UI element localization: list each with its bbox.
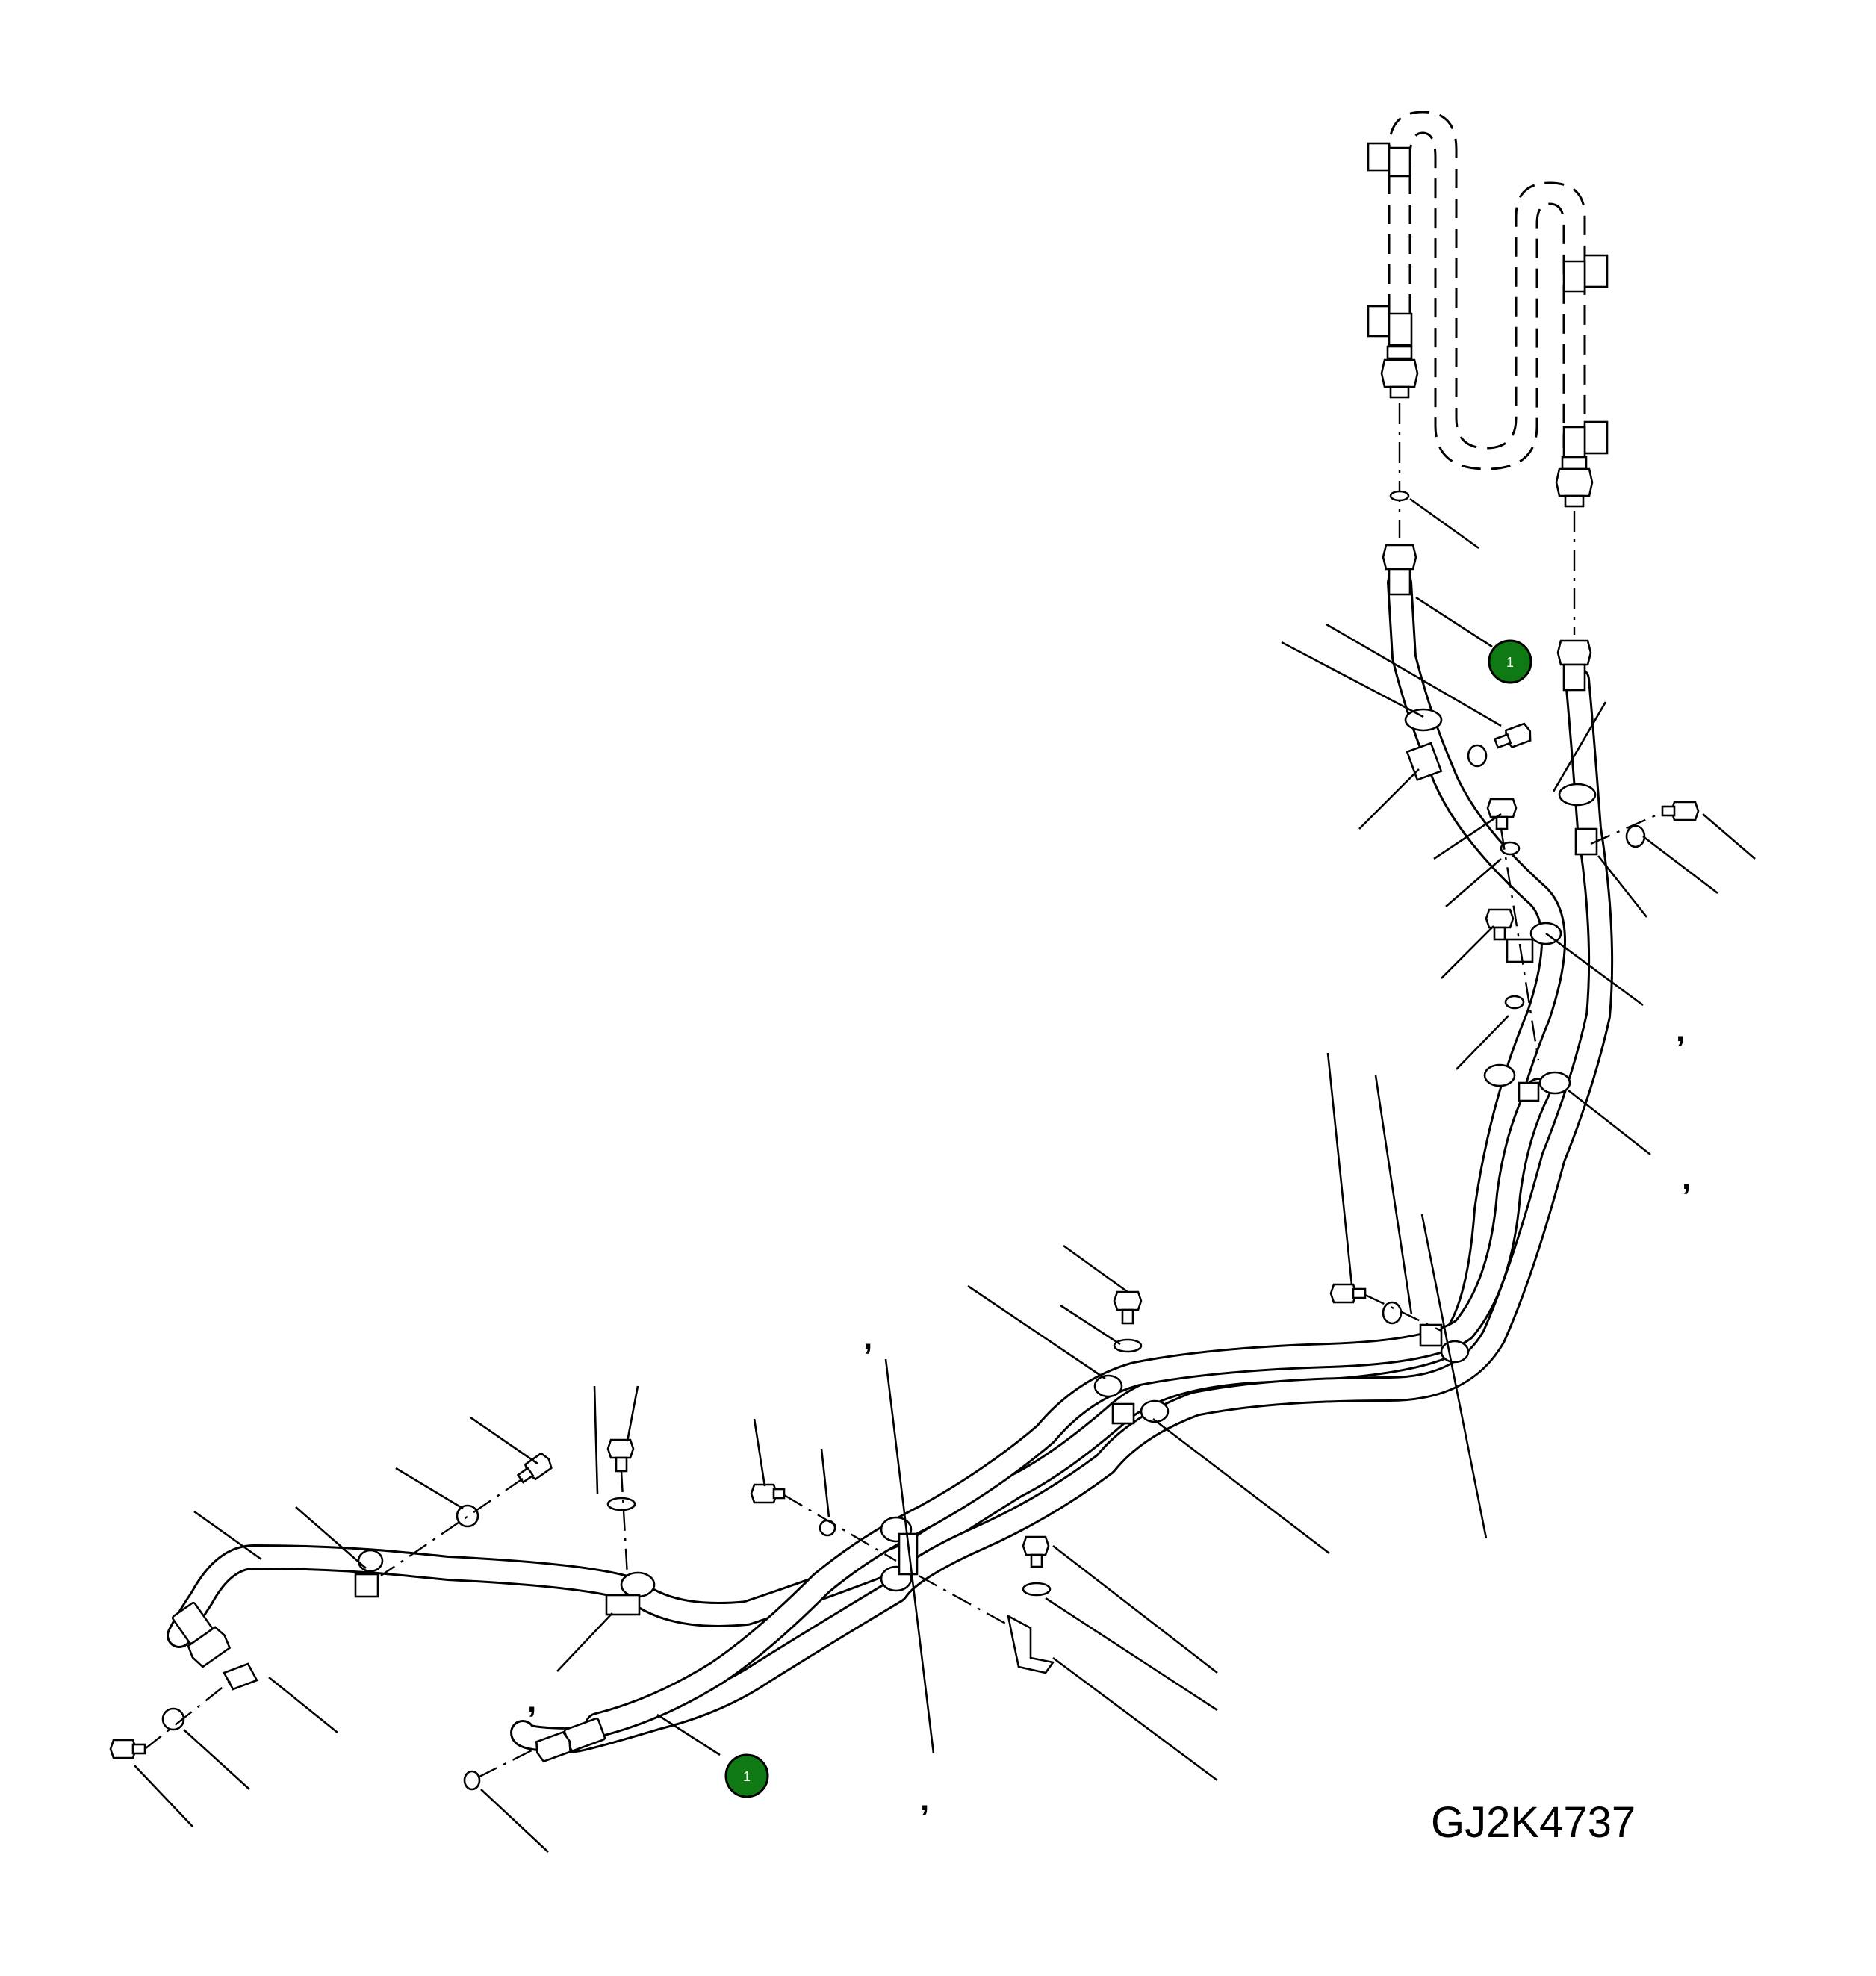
clamp-icon	[1093, 1374, 1123, 1398]
callout-upper: 1	[1488, 639, 1532, 684]
clamps	[354, 708, 1598, 1616]
o-ring-icon	[463, 1770, 481, 1791]
fitting-icon	[171, 1601, 232, 1668]
clamp-icon	[1558, 783, 1597, 807]
leader-line	[1415, 596, 1493, 648]
drawing-code: GJ2K4737	[1431, 1798, 1636, 1847]
washer-icon	[606, 1497, 636, 1511]
clamp-icon	[1574, 827, 1598, 856]
callout-label: 1	[1506, 655, 1514, 670]
clamp-icon	[1406, 742, 1443, 781]
bracket-icon	[1367, 305, 1391, 338]
centerline	[918, 1574, 1009, 1627]
clamp-icon	[1518, 1081, 1540, 1102]
centerline	[620, 1470, 629, 1576]
bolt-icon	[1022, 1535, 1050, 1568]
callout-lower: 1	[724, 1753, 769, 1798]
bolt-icon	[1329, 1283, 1367, 1304]
bracket-icon	[1583, 420, 1609, 455]
bracket-icon	[223, 1662, 258, 1691]
comma-mark: ,	[1682, 1160, 1691, 1196]
comma-marks: , , , , ,	[527, 1012, 1691, 1818]
clamp-icon	[1111, 1402, 1135, 1425]
comma-mark: ,	[920, 1781, 929, 1818]
bolt-icon	[1113, 1290, 1143, 1325]
bolt-icon	[750, 1483, 786, 1504]
washer-icon	[1504, 995, 1525, 1010]
bolt-icon	[1661, 801, 1700, 821]
centerline	[1364, 1293, 1442, 1332]
centerline	[380, 1478, 524, 1576]
o-ring-icon	[1389, 490, 1410, 502]
callout-circle	[724, 1753, 769, 1798]
leader-lines	[134, 623, 1756, 1853]
washer-icon	[456, 1504, 479, 1528]
bolt-icon	[1493, 722, 1532, 749]
clamp-icon	[898, 1532, 919, 1576]
callout-circle	[1488, 639, 1532, 684]
fitting-icon	[535, 1717, 606, 1763]
centerline	[477, 1746, 538, 1779]
clamp-icon	[1404, 708, 1443, 732]
bolt-icon	[1485, 908, 1515, 941]
comma-mark: ,	[1676, 1012, 1685, 1048]
hose-assembly	[167, 570, 1614, 1753]
clamp-icon	[357, 1549, 384, 1573]
washer-icon	[1113, 1338, 1143, 1353]
clamp-icon	[354, 1573, 379, 1598]
clamp-icon	[1440, 1340, 1470, 1364]
clamp-icon	[1538, 1071, 1571, 1095]
washer-icon	[1382, 1301, 1403, 1325]
washer-icon	[1625, 824, 1646, 848]
washer-icon	[1500, 841, 1521, 856]
callout-label: 1	[743, 1769, 751, 1784]
comma-mark: ,	[863, 1320, 872, 1356]
washer-icon	[161, 1707, 185, 1731]
phantom-tube	[1367, 111, 1609, 508]
clamp-icon	[1419, 1323, 1443, 1347]
bracket-icon	[1583, 254, 1609, 288]
clamp-icon	[1483, 1063, 1516, 1087]
clamp-icon	[620, 1571, 656, 1598]
bracket-icon	[1007, 1614, 1055, 1674]
hardware	[109, 722, 1700, 1791]
bolt-icon	[516, 1452, 553, 1484]
fitting-icon	[1556, 639, 1592, 692]
bracket-icon	[1367, 142, 1391, 172]
leader-line	[1409, 497, 1479, 550]
fitting-icon	[1555, 456, 1594, 508]
centerline	[1500, 828, 1540, 1061]
clamp-icon	[1140, 1399, 1170, 1423]
centerline	[1590, 811, 1663, 845]
fitting-icon	[1382, 544, 1417, 596]
comma-mark: ,	[527, 1683, 536, 1719]
clamp-icon	[1506, 938, 1534, 963]
bolt-icon	[606, 1438, 635, 1473]
bolt-icon	[109, 1739, 146, 1759]
bolt-icon	[1486, 798, 1518, 830]
clamp-icon	[605, 1594, 641, 1616]
fitting-icon	[1380, 345, 1419, 399]
washer-icon	[1022, 1582, 1052, 1597]
centerline	[144, 1680, 232, 1750]
washer-icon	[1467, 744, 1488, 768]
centerline	[783, 1494, 897, 1562]
